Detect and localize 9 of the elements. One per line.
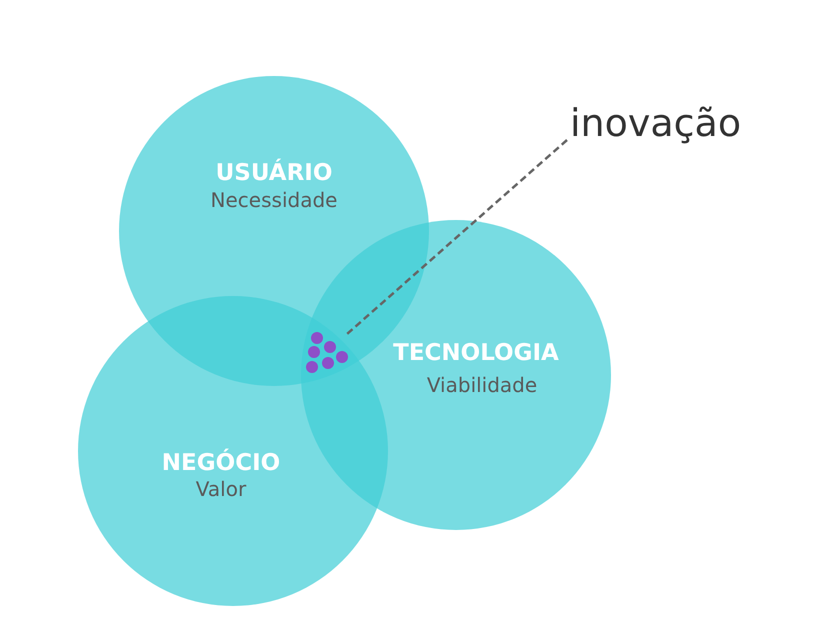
circle-subtitle: Necessidade (210, 188, 338, 212)
circle-heading: USUÁRIO (214, 160, 334, 188)
dot-cluster-icon (305, 331, 348, 374)
circle-subtitle: Valor (194, 477, 248, 501)
circle-heading: TECNOLOGIA (392, 340, 560, 368)
callout-label: inovação (570, 104, 742, 142)
circle-subtitle: Viabilidade (426, 373, 538, 397)
circle-heading: NEGÓCIO (160, 450, 282, 478)
leader-line (346, 139, 568, 335)
